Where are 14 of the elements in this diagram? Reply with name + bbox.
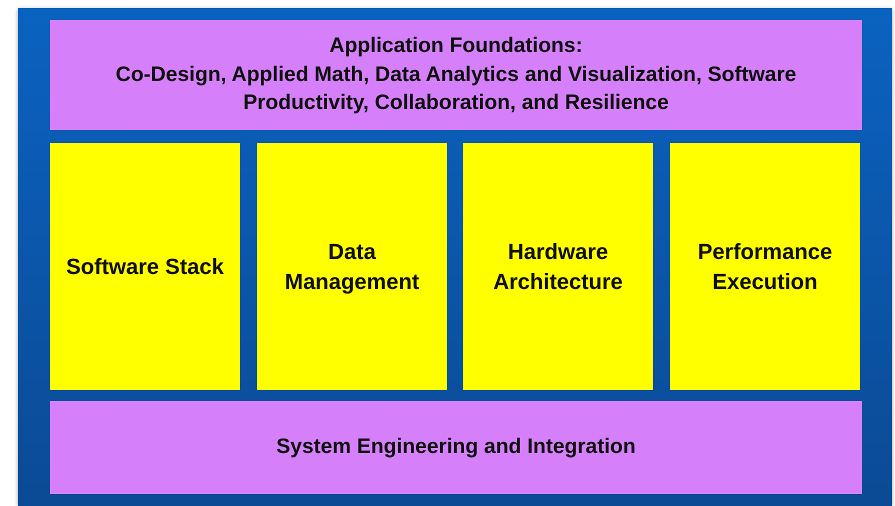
pillar-box [670, 143, 860, 390]
pillar-box [50, 143, 240, 390]
pillar-label: Software Stack [65, 252, 225, 281]
layer-band [50, 401, 862, 494]
pillar-box [463, 143, 653, 390]
layer-band [50, 20, 862, 130]
band-text: System Engineering and Integration [276, 434, 636, 460]
frame-panel [18, 8, 892, 506]
pillar-label: Performance Execution [696, 238, 834, 296]
pillar-label: Hardware Architecture [492, 238, 624, 296]
band-text: Co-Design, Applied Math, Data Analytics and Visualization, Software Productivity, Collaboration, and Resilience [114, 62, 798, 116]
band-heading: Application Foundations: [329, 33, 583, 60]
pillar-label: Data Management [284, 238, 420, 296]
pillar-box [257, 143, 447, 390]
